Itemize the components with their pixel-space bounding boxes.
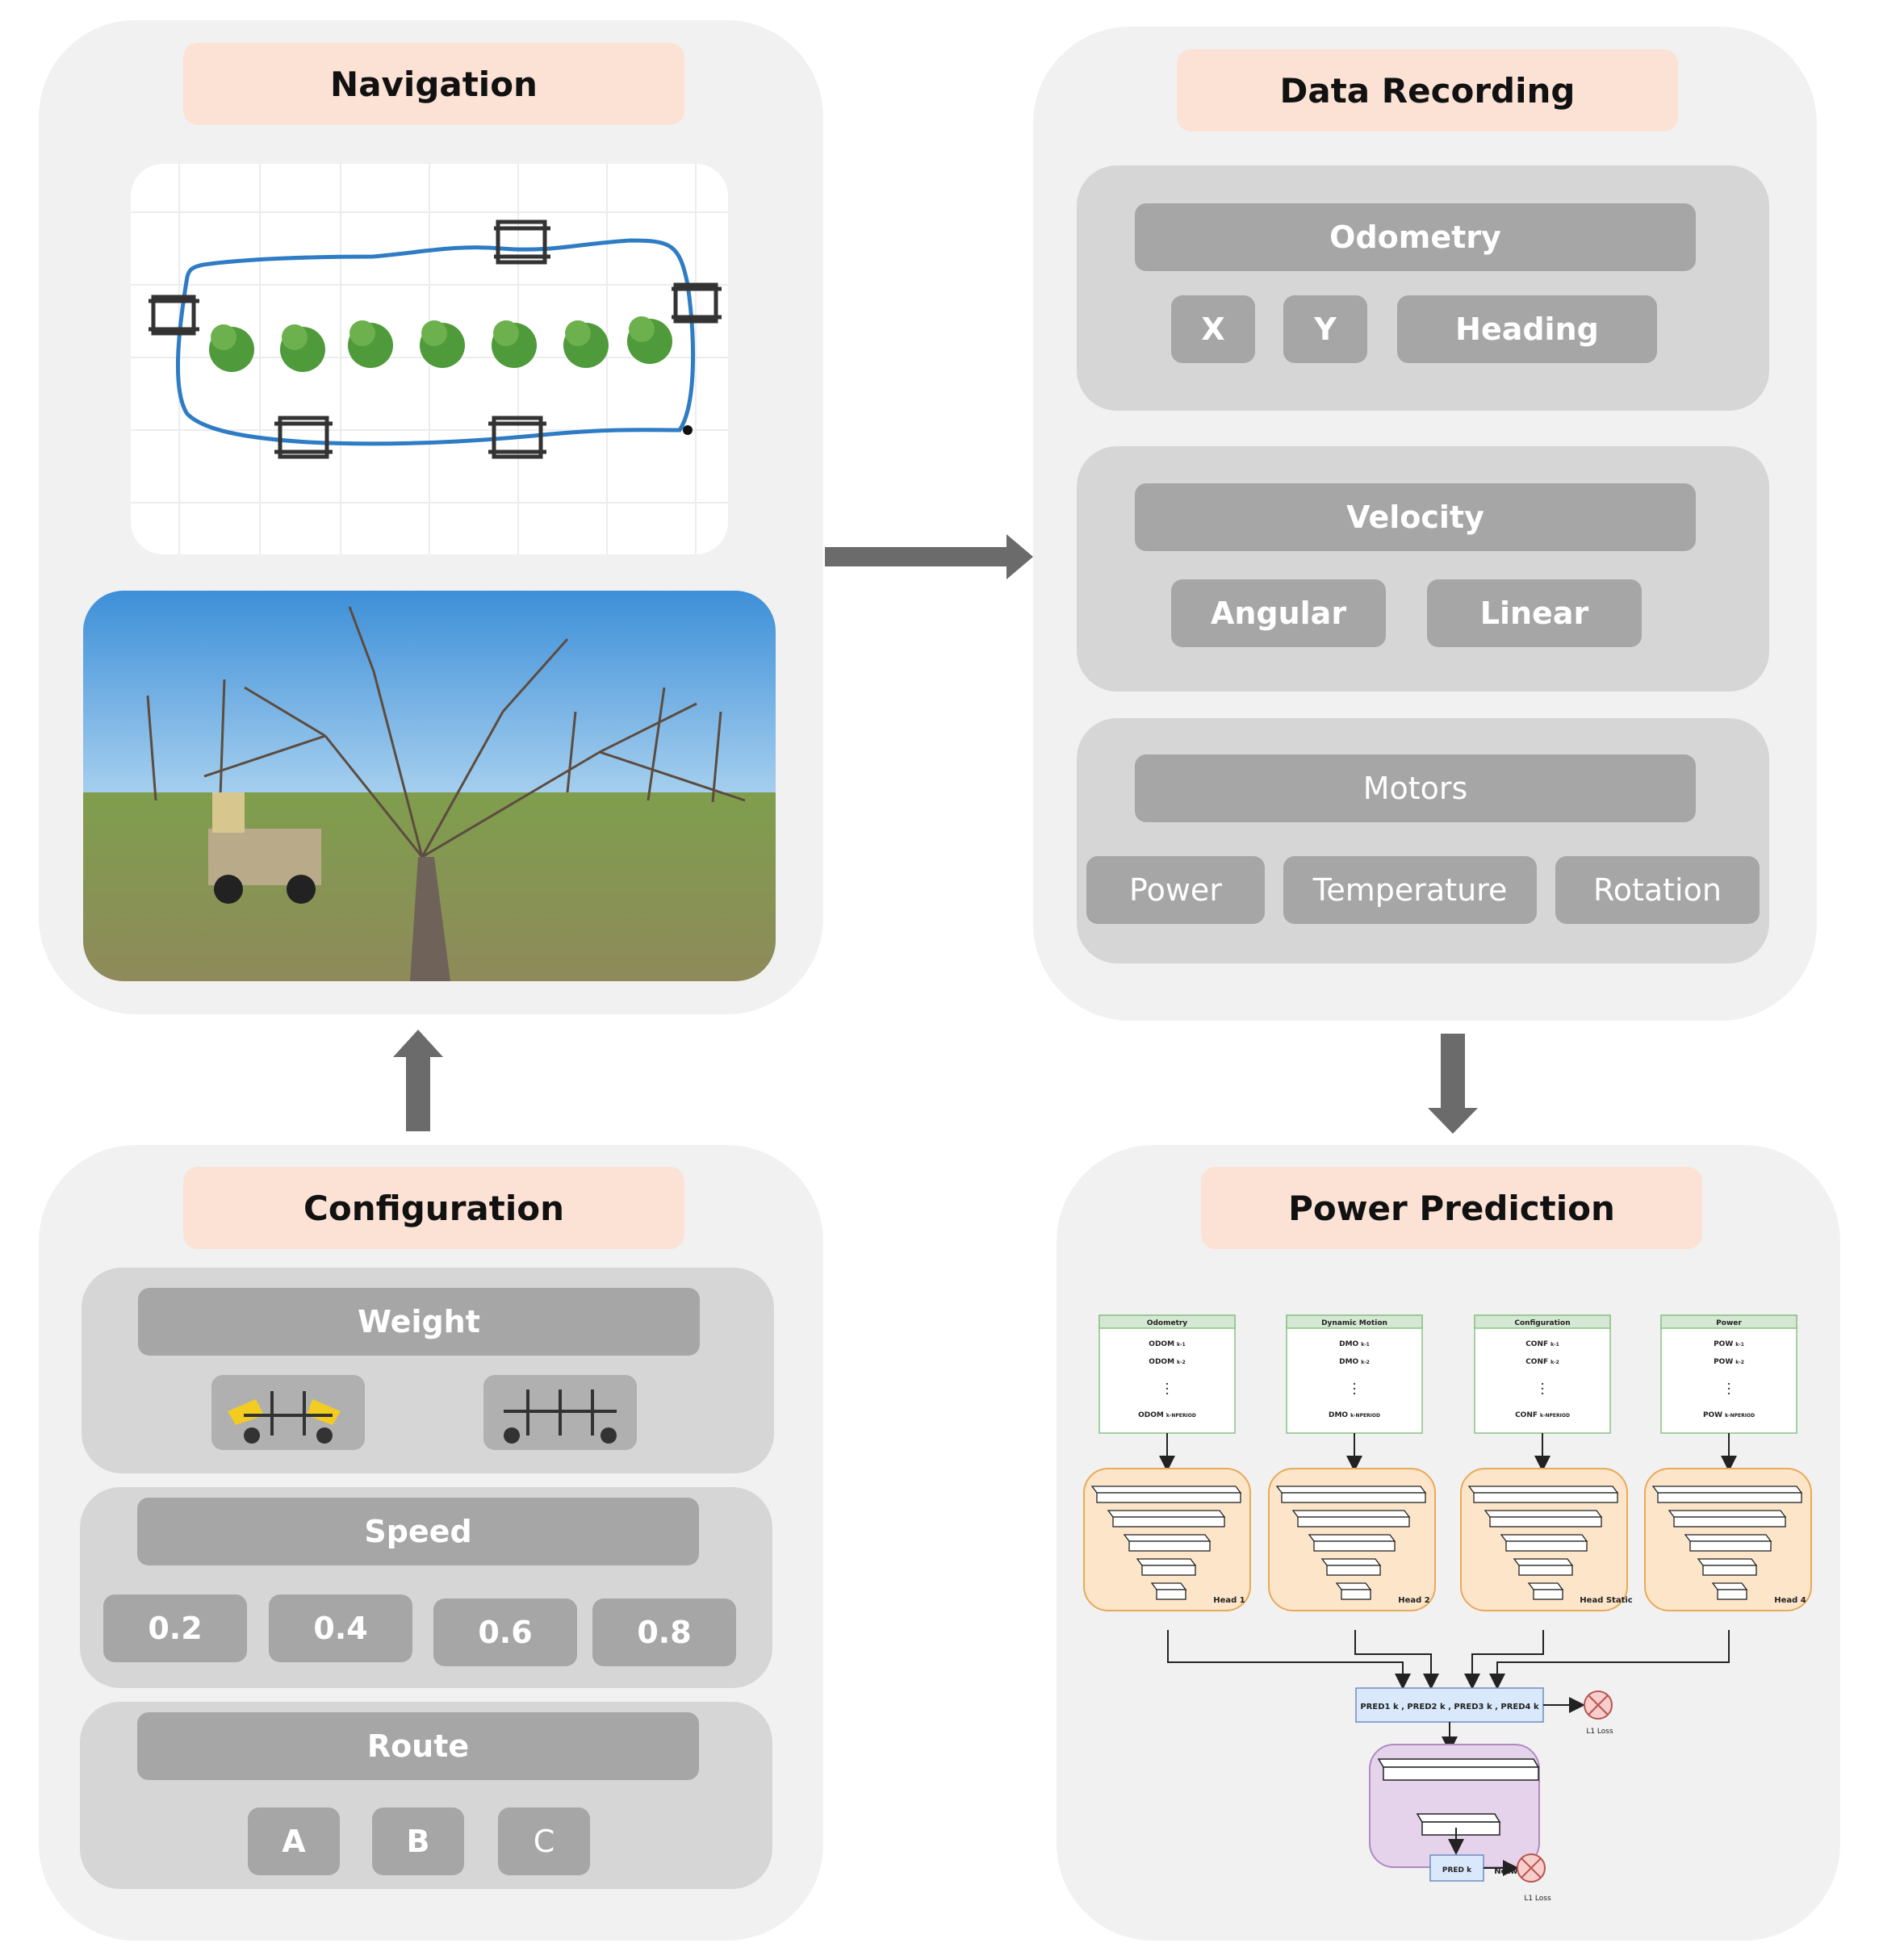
velocity-angular: Angular [1171, 579, 1386, 647]
odometry-y: Y [1283, 295, 1367, 363]
loss2-label: L1 Loss [1524, 1895, 1551, 1903]
input-title: Odometry [1147, 1319, 1187, 1327]
motors-label: Motors [1135, 754, 1696, 822]
speed-0.2: 0.2 [103, 1594, 247, 1662]
weight-robot-light [483, 1375, 637, 1450]
speed-0.6: 0.6 [433, 1599, 577, 1666]
head-block-2: Head 2 [1268, 1468, 1436, 1611]
speed-label: Speed [137, 1498, 699, 1565]
final-prediction: PRED k L1 Loss [1429, 1828, 1551, 1903]
arrow-up [393, 1030, 443, 1131]
navigation-title: Navigation [183, 43, 684, 125]
motors-temperature: Temperature [1283, 856, 1537, 924]
input-title: Dynamic Motion [1321, 1319, 1387, 1327]
head-label: Head Static [1580, 1596, 1632, 1605]
velocity-linear: Linear [1427, 579, 1642, 647]
loss1-label: L1 Loss [1586, 1728, 1613, 1736]
route-path [175, 238, 696, 446]
input-title: Configuration [1514, 1319, 1570, 1327]
route-label: Route [137, 1712, 699, 1780]
route-a: A [248, 1807, 340, 1875]
route-c: C [498, 1807, 590, 1875]
head-label: Head 4 [1774, 1596, 1806, 1605]
arrow-right [825, 534, 1033, 579]
speed-0.4: 0.4 [269, 1594, 412, 1662]
orchard-photo [83, 591, 776, 981]
motors-rotation: Rotation [1555, 856, 1760, 924]
odometry-group [1077, 165, 1769, 411]
odometry-heading: Heading [1397, 295, 1657, 363]
weight-robot-heavy [211, 1375, 365, 1450]
head-block-1: Head 1 [1083, 1468, 1251, 1611]
head-label: Head 1 [1213, 1596, 1245, 1605]
data-recording-title: Data Recording [1177, 49, 1678, 132]
velocity-label: Velocity [1135, 483, 1696, 551]
arrow-down [1428, 1034, 1478, 1134]
odometry-x: X [1171, 295, 1255, 363]
weight-label: Weight [138, 1288, 700, 1356]
speed-0.8: 0.8 [592, 1599, 736, 1666]
head-label: Head 2 [1398, 1596, 1430, 1605]
odometry-label: Odometry [1135, 203, 1696, 271]
loss2-icon [1517, 1853, 1546, 1883]
motors-power: Power [1086, 856, 1265, 924]
pred-concat-label: PRED1 k , PRED2 k , PRED3 k , PRED4 k [1360, 1703, 1539, 1711]
head-block-4: Head 4 [1644, 1468, 1812, 1611]
loss1-icon [1584, 1690, 1613, 1720]
input-title: Power [1716, 1319, 1742, 1327]
robot-photo [208, 792, 321, 904]
route-b: B [372, 1807, 464, 1875]
head-block-3: Head Static [1460, 1468, 1633, 1611]
configuration-title: Configuration [183, 1167, 684, 1249]
pred-final-label: PRED k [1442, 1866, 1472, 1874]
power-prediction-title: Power Prediction [1201, 1167, 1702, 1249]
pred-concat-box [1355, 1687, 1544, 1723]
route-map [131, 164, 728, 554]
